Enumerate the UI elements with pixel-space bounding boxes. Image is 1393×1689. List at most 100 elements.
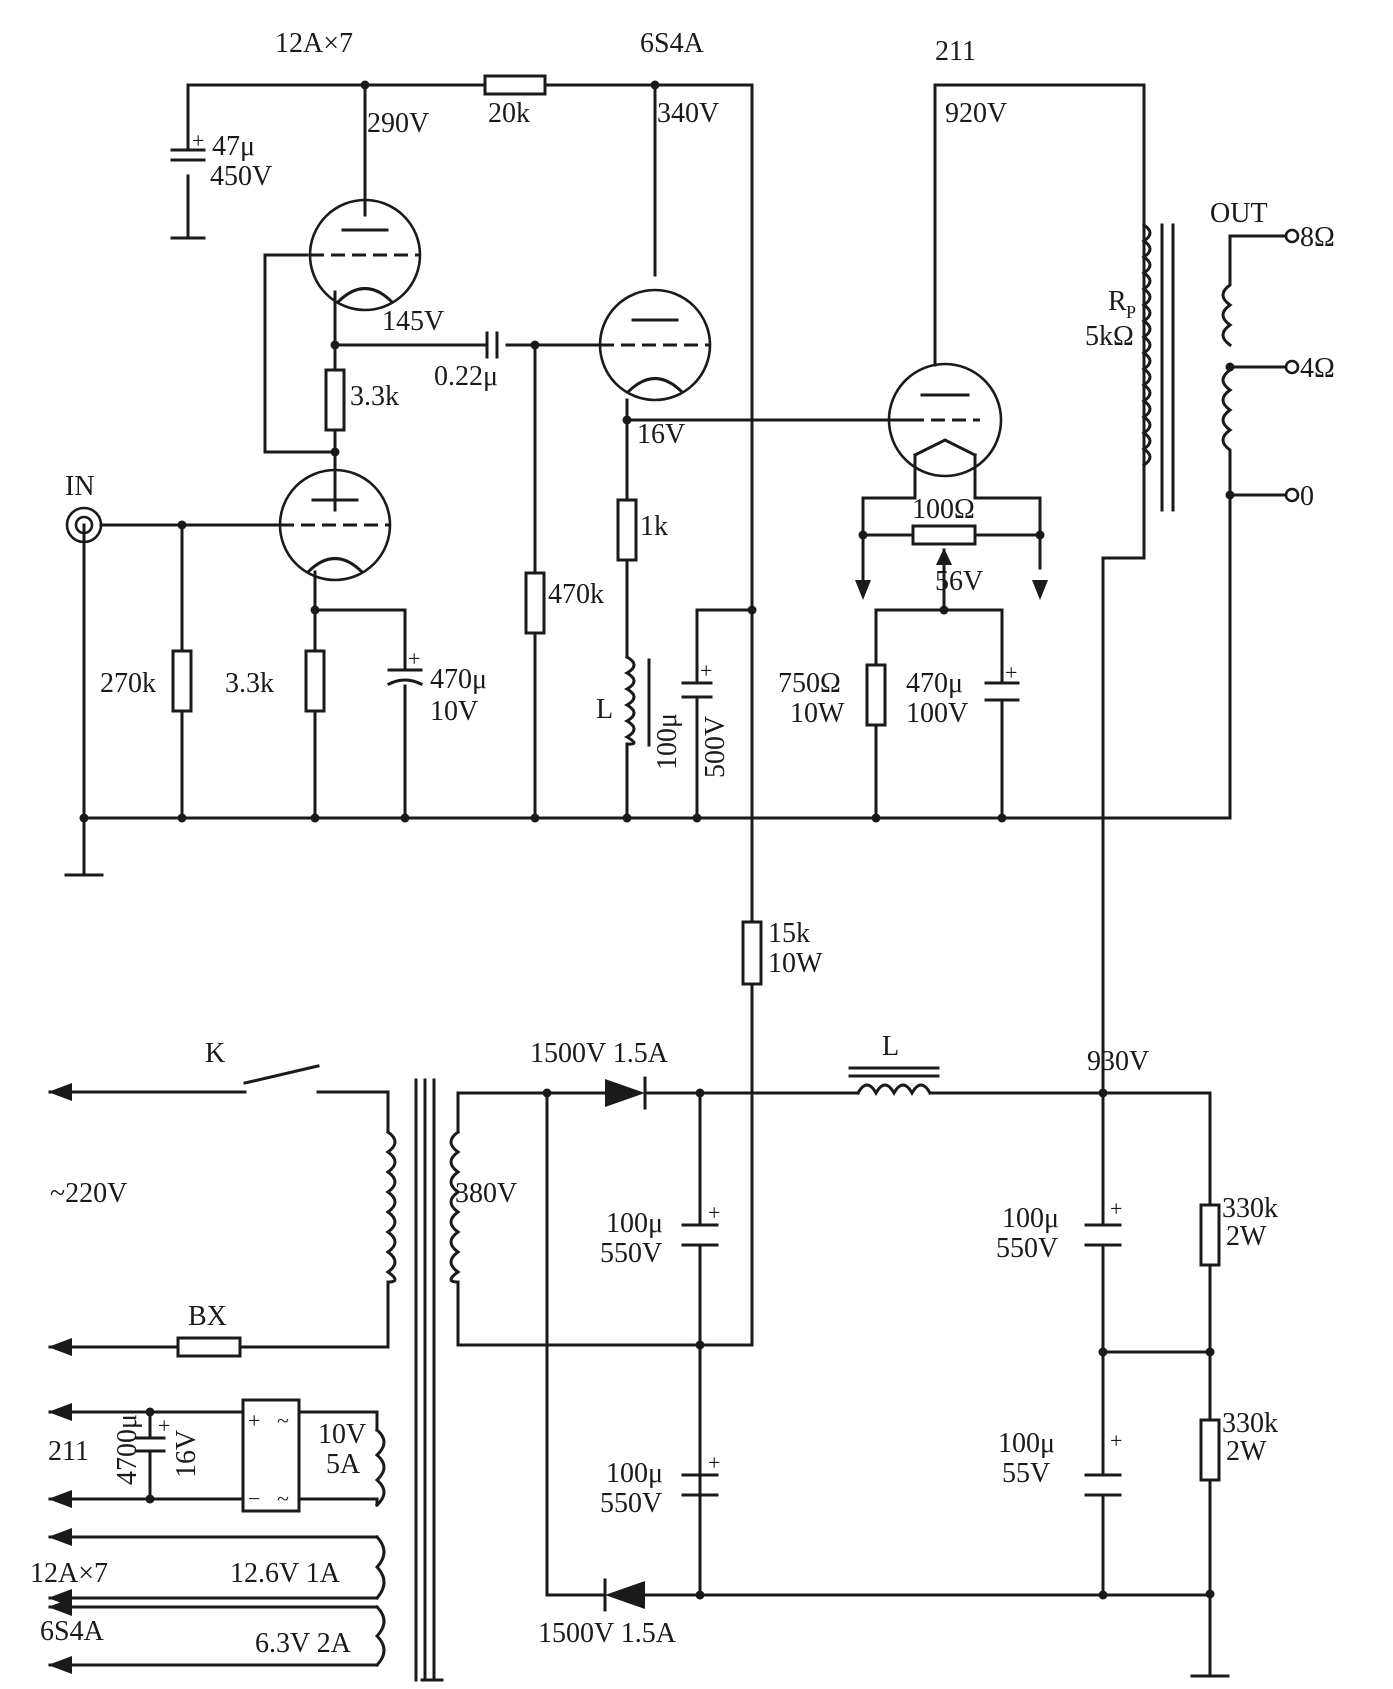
tube-label-211: 211 <box>935 36 976 67</box>
tube-6s4a <box>598 288 712 402</box>
resistor-3.3k-plate <box>324 368 346 432</box>
tube-211 <box>887 362 1003 478</box>
capacitor-100u-550v-b <box>681 1473 719 1497</box>
output-transformer <box>1141 222 1233 512</box>
label-c-100u-500v-v: 500V <box>700 716 731 778</box>
label-c-4700u-v: 16V <box>171 1430 202 1478</box>
plus-sign: + <box>708 1450 720 1475</box>
resistor-1k <box>616 498 638 562</box>
plus-sign: + <box>408 646 420 671</box>
label-r-270k: 270k <box>100 668 156 699</box>
v2-cathode-voltage: 16V <box>637 419 685 450</box>
output-terminal-4 <box>1284 359 1300 375</box>
choke-l-supply <box>848 1066 940 1097</box>
plus-sign: + <box>708 1200 720 1225</box>
plus-sign: + <box>1005 660 1017 685</box>
capacitor-100u-55v <box>1084 1473 1122 1497</box>
label-c-47u-v: 450V <box>210 161 272 192</box>
svg-text:16V: 16V <box>171 1430 202 1478</box>
label-r-33k-plate: 3.3k <box>350 381 399 412</box>
label-c-100u-550b-v: 550V <box>600 1488 662 1519</box>
label-in: IN <box>65 471 95 502</box>
label-c-100u-550c-v: 550V <box>996 1233 1058 1264</box>
capacitor-470u-10v <box>386 668 424 687</box>
hv-supply-voltage: 930V <box>1087 1046 1149 1077</box>
label-switch-k: K <box>205 1038 225 1069</box>
label-d2: 1500V 1.5A <box>538 1618 677 1649</box>
label-choke-l: L <box>596 694 613 725</box>
label-r-750: 750Ω <box>778 668 841 699</box>
label-c-100u-550b: 100μ <box>606 1458 663 1489</box>
resistor-270k <box>171 649 193 713</box>
label-r-330k-a-w: 2W <box>1226 1221 1267 1252</box>
label-c-4700u: 4700μ <box>112 1414 143 1485</box>
label-r-20k: 20k <box>488 98 530 129</box>
capacitor-0.22u <box>485 331 499 359</box>
resistor-750ohm <box>865 663 887 727</box>
v1-cathode-voltage: 145V <box>382 306 444 337</box>
svg-text:~: ~ <box>277 1408 289 1433</box>
svg-text:4700μ: 4700μ <box>112 1414 143 1485</box>
label-c-470u-100v-v: 100V <box>906 698 968 729</box>
svg-text:500V: 500V <box>700 716 731 778</box>
plus-sign: + <box>158 1413 170 1438</box>
label-8ohm: 8Ω <box>1300 222 1335 253</box>
plus-sign: + <box>700 658 712 683</box>
label-r-330k-b-w: 2W <box>1226 1436 1267 1467</box>
label-fuse-bx: BX <box>188 1301 227 1332</box>
label-r-15k-w: 10W <box>768 948 823 979</box>
output-terminal-0 <box>1284 487 1300 503</box>
capacitor-100u-550v-c <box>1084 1223 1122 1247</box>
label-tap-6s4a: 6S4A <box>40 1616 105 1647</box>
tube-12ax7-lower <box>278 468 392 582</box>
label-fil-12: 12.6V 1A <box>230 1558 341 1589</box>
mains-voltage: ~220V <box>50 1178 127 1209</box>
v3-filament-voltage: 56V <box>935 566 983 597</box>
label-r-470k: 470k <box>548 579 604 610</box>
label-rp-sub: P <box>1126 302 1136 322</box>
resistor-20k <box>483 74 547 96</box>
label-c-470u-v: 10V <box>430 696 478 727</box>
output-terminal-8 <box>1284 228 1300 244</box>
label-r-750-w: 10W <box>790 698 845 729</box>
label-d1: 1500V 1.5A <box>530 1038 669 1069</box>
label-r-100ohm: 100Ω <box>912 494 975 525</box>
capacitor-470u-100v <box>984 681 1020 702</box>
capacitor-47u <box>170 148 206 162</box>
resistor-470k <box>524 571 546 635</box>
tube-label-12ax7: 12A×7 <box>275 28 353 59</box>
label-4ohm: 4Ω <box>1300 353 1335 384</box>
label-c-100u-55v-v: 55V <box>1002 1458 1050 1489</box>
v3-plate-voltage: 920V <box>945 98 1007 129</box>
resistor-330k-lower <box>1199 1418 1221 1482</box>
label-fil-6: 6.3V 2A <box>255 1628 352 1659</box>
label-c-470u: 470μ <box>430 664 487 695</box>
v2-plate-voltage: 340V <box>657 98 719 129</box>
svg-text:100μ: 100μ <box>652 713 683 770</box>
label-fil-211-a: 5A <box>326 1449 361 1480</box>
label-choke-supply: L <box>882 1031 899 1062</box>
label-out: OUT <box>1210 198 1268 229</box>
label-r-1k: 1k <box>640 511 668 542</box>
capacitor-100u-500v <box>681 681 713 699</box>
label-rp: R <box>1108 286 1127 317</box>
label-0: 0 <box>1300 481 1314 512</box>
junction-dots <box>79 80 1235 1600</box>
v1-plate-voltage: 290V <box>367 108 429 139</box>
terminal-arrows <box>48 1083 72 1674</box>
label-c-100u-550a-v: 550V <box>600 1238 662 1269</box>
label-r-330k-a: 330k <box>1222 1193 1278 1224</box>
resistor-100ohm-pot <box>911 524 977 546</box>
choke-l-cathode <box>623 654 651 747</box>
resistor-15k <box>741 920 763 986</box>
label-r-330k-b: 330k <box>1222 1408 1278 1439</box>
plus-sign: + <box>192 128 204 153</box>
label-c-47u: 47μ <box>212 131 255 162</box>
label-fil-211: 10V <box>318 1419 366 1450</box>
label-c-100u-550a: 100μ <box>606 1208 663 1239</box>
label-tap-211: 211 <box>48 1436 89 1467</box>
label-c-100u-550c: 100μ <box>1002 1203 1059 1234</box>
tube-12ax7-upper <box>308 198 422 312</box>
label-r-33k-cathode: 3.3k <box>225 668 274 699</box>
